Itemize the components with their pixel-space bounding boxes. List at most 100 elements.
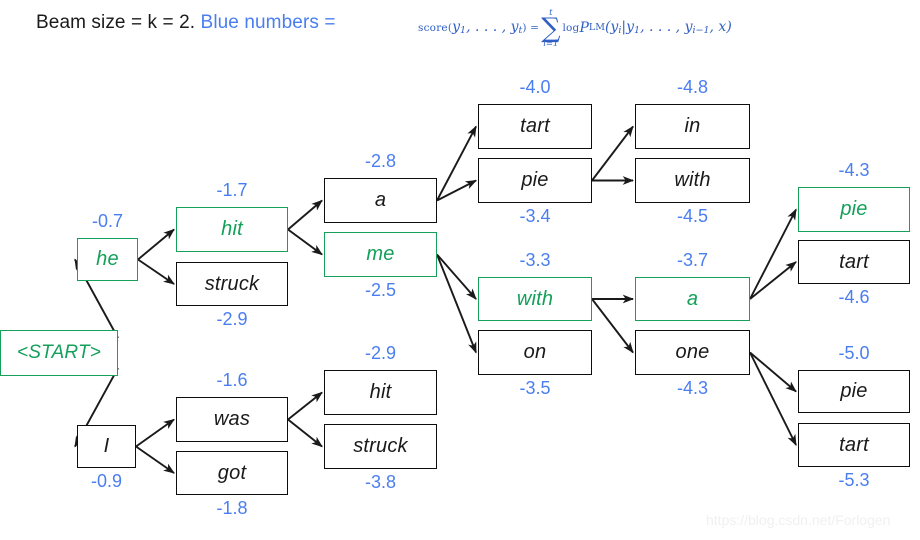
edge-one5-to-tart6b [749,352,797,447]
node-label: hit [369,381,392,403]
edge-was-to-struck2 [287,418,323,448]
score-label-tart6b: -5.3 [838,470,870,490]
edge-with4-to-one5 [591,298,634,354]
score-label-a5: -3.7 [676,250,709,270]
node-label: tart [520,115,550,137]
score-label-got: -1.8 [216,498,248,518]
node-tart4[interactable]: tart [478,104,592,149]
score-label-in5: -4.8 [676,77,709,97]
node-pie6b[interactable]: pie [798,370,910,413]
score-label-I: -0.9 [90,471,123,491]
score-label-tart6a: -4.6 [838,287,870,307]
score-label-struck1: -2.9 [216,309,248,329]
summation-symbol: t∑i=1 [541,9,560,48]
formula-score-fn: score( [418,21,453,34]
score-label-hit1: -1.7 [216,180,248,200]
sum-lower-limit: i=1 [543,38,559,49]
node-label: tart [839,250,869,273]
sigma-glyph: ∑ [541,12,561,44]
node-label: got [217,461,247,484]
node-label: one [675,341,710,363]
title-blue-part: Blue numbers = [200,12,336,33]
edge-pie4-to-in5 [591,125,634,182]
node-one5[interactable]: one [635,330,750,375]
formula-plm-subscript: LM [588,22,605,34]
node-start[interactable]: <START> [0,330,118,376]
node-pie6a[interactable]: pie [798,187,910,232]
node-tart6a[interactable]: tart [798,240,910,284]
score-label-hit2: -2.9 [364,343,397,363]
edge-he-to-struck1 [137,258,175,285]
watermark: https://blog.csdn.net/Forlogen [706,512,891,528]
score-label-pie6b: -5.0 [838,343,870,363]
node-label: pie [840,198,868,220]
node-a3[interactable]: a [324,178,437,223]
node-label: on [523,341,547,363]
node-was[interactable]: was [176,397,288,442]
node-struck2[interactable]: struck [324,424,437,469]
edge-me-to-on4 [436,254,477,354]
node-with4[interactable]: with [478,277,592,321]
edge-I-to-was [135,418,175,448]
score-label-he: -0.7 [91,211,124,231]
node-got[interactable]: got [176,451,288,495]
score-label-with5: -4.5 [676,206,709,226]
score-label-pie6a: -4.3 [838,160,870,180]
edge-a5-to-pie6a [749,208,797,300]
edge-a5-to-tart6a [749,261,797,300]
node-struck1[interactable]: struck [176,262,288,306]
edge-he-to-hit1 [137,228,175,261]
node-hit1[interactable]: hit [176,207,288,252]
node-label: me [366,243,395,265]
score-label-tart4: -4.0 [519,77,551,97]
sum-upper-limit: t [549,8,553,18]
score-label-pie4: -3.4 [519,206,551,226]
edge-I-to-got [135,445,175,474]
edge-hit1-to-me [287,228,323,256]
node-label: pie [521,169,549,191]
node-label: was [213,408,251,430]
formula-y-args: y1, . . . , yt [452,19,523,37]
formula-equals: ) = [522,21,540,34]
node-a5[interactable]: a [635,277,750,321]
edge-hit1-to-a3 [287,199,323,231]
node-I[interactable]: I [77,425,136,468]
node-label: tart [839,433,869,456]
node-label: hit [221,218,243,240]
edge-me-to-with4 [436,253,477,300]
formula-plm: P [579,19,589,36]
node-pie4[interactable]: pie [478,158,592,203]
score-label-struck2: -3.8 [364,472,397,492]
score-label-was: -1.6 [216,370,248,390]
score-label-a3: -2.8 [364,151,397,171]
node-label: a [374,189,387,211]
edge-was-to-hit2 [287,391,323,421]
node-label: with [516,287,554,310]
node-me[interactable]: me [324,232,437,277]
node-label: he [96,248,119,270]
node-he[interactable]: he [77,238,138,281]
node-label: pie [840,380,868,402]
node-label: <START> [16,342,102,363]
node-label: struck [204,272,260,295]
node-with5[interactable]: with [635,158,750,203]
node-hit2[interactable]: hit [324,370,437,415]
title-prefix: Beam size = k = 2. [36,12,201,33]
node-in5[interactable]: in [635,104,750,149]
node-label: a [686,287,699,310]
node-on4[interactable]: on [478,330,592,375]
score-label-one5: -4.3 [676,378,709,398]
score-label-with4: -3.3 [519,250,551,270]
edge-a3-to-tart4 [436,125,477,201]
formula-p-args: (yi|y1, . . . , yi−1, x) [604,19,732,37]
node-label: struck [353,435,408,457]
score-label-on4: -3.5 [519,378,551,398]
node-label: with [674,169,711,191]
page-title: Beam size = k = 2. Blue numbers = [36,12,336,34]
node-label: I [103,435,110,457]
node-tart6b[interactable]: tart [798,423,910,467]
edge-a3-to-pie4 [436,179,478,202]
